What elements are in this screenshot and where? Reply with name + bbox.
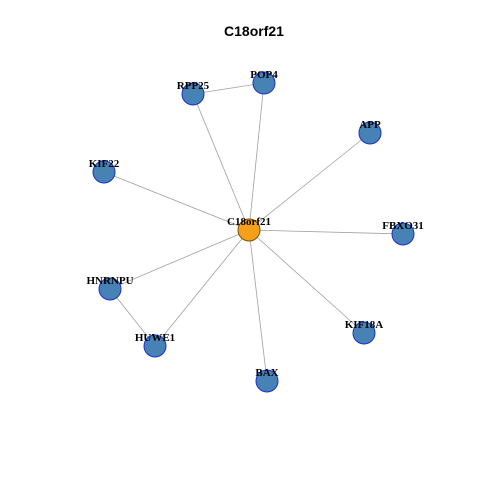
node-hnrnpu: HNRNPU [86, 275, 134, 301]
node-label-kif22: KIF22 [89, 158, 120, 170]
node-fbxo31: FBXO31 [382, 220, 424, 246]
node-label-rpp25: RPP25 [177, 80, 210, 92]
node-app: APP [358, 119, 382, 145]
edge-pop4-rpp25 [192, 82, 265, 95]
node-circle-huwe1 [143, 334, 167, 358]
edge-c18orf21-fbxo31 [248, 229, 404, 235]
node-kif18a: KIF18A [345, 319, 384, 345]
node-label-hnrnpu: HNRNPU [86, 275, 133, 287]
node-huwe1: HUWE1 [135, 332, 175, 358]
node-circle-rpp25 [181, 82, 205, 106]
edge-c18orf21-pop4 [248, 82, 265, 231]
node-bax: BAX [255, 367, 279, 393]
node-circle-kif22 [92, 160, 116, 184]
node-label-huwe1: HUWE1 [135, 332, 175, 344]
edge-layer [103, 82, 404, 382]
node-circle-fbxo31 [391, 222, 415, 246]
node-label-bax: BAX [255, 367, 278, 379]
node-pop4: POP4 [250, 69, 278, 95]
node-circle-hnrnpu [98, 277, 122, 301]
edge-c18orf21-rpp25 [192, 93, 250, 231]
node-label-kif18a: KIF18A [345, 319, 384, 331]
node-circle-bax [255, 369, 279, 393]
edge-hnrnpu-huwe1 [109, 288, 156, 347]
node-c18orf21: C18orf21 [227, 216, 271, 242]
edge-c18orf21-huwe1 [154, 229, 250, 347]
edge-c18orf21-hnrnpu [109, 229, 250, 290]
node-label-app: APP [359, 119, 381, 131]
edge-c18orf21-app [248, 132, 371, 231]
node-circle-c18orf21 [237, 218, 261, 242]
diagram-title: C18orf21 [224, 23, 284, 39]
node-label-c18orf21: C18orf21 [227, 216, 271, 228]
node-circle-kif18a [352, 321, 376, 345]
node-rpp25: RPP25 [177, 80, 210, 106]
edge-c18orf21-kif22 [103, 171, 250, 231]
node-circle-app [358, 121, 382, 145]
node-kif22: KIF22 [89, 158, 120, 184]
node-label-fbxo31: FBXO31 [382, 220, 424, 232]
edge-c18orf21-kif18a [248, 229, 365, 334]
edge-c18orf21-bax [248, 229, 268, 382]
node-circle-pop4 [252, 71, 276, 95]
node-label-pop4: POP4 [250, 69, 278, 81]
